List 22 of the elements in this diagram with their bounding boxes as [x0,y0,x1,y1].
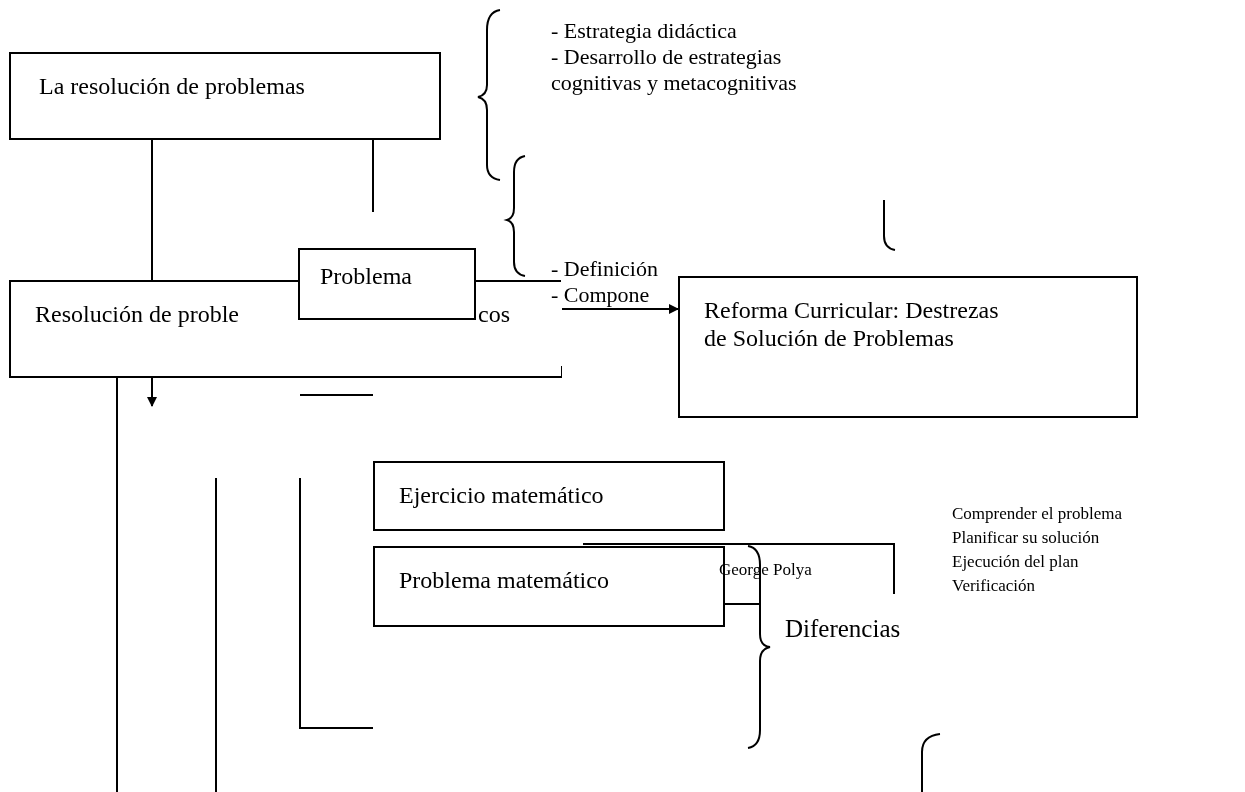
heading-text: Diferencias [785,614,901,643]
process-box [373,461,725,531]
arrow [561,304,679,314]
process-box [678,276,1138,418]
list-item: - Compone [551,282,650,308]
step-text: Verificación [952,575,1036,596]
box-label: cos [478,300,510,328]
process-box [298,248,476,320]
box-label: Ejercicio matemático [399,481,604,509]
bullet-text: - Estrategia didáctica [551,18,737,44]
connector-line [724,603,761,605]
box-label: Resolución de proble [35,300,239,328]
bullet-text: - Desarrollo de estrategias cognitivas y metacognitivas [551,44,798,96]
box-label: La resolución de problemas [39,72,305,100]
box-label: Reforma Curricular: Destrezas de Solución de Problemas [704,296,1000,352]
step-text: Planificar su solución [952,527,1100,548]
box-label: Problema matemático [399,566,609,594]
process-box [9,52,441,140]
list-item: - Definición [551,256,658,282]
step-text: Comprender el problema [952,503,1122,524]
box-label: Problema [320,262,412,290]
step-text: Ejecución del plan [952,551,1079,572]
